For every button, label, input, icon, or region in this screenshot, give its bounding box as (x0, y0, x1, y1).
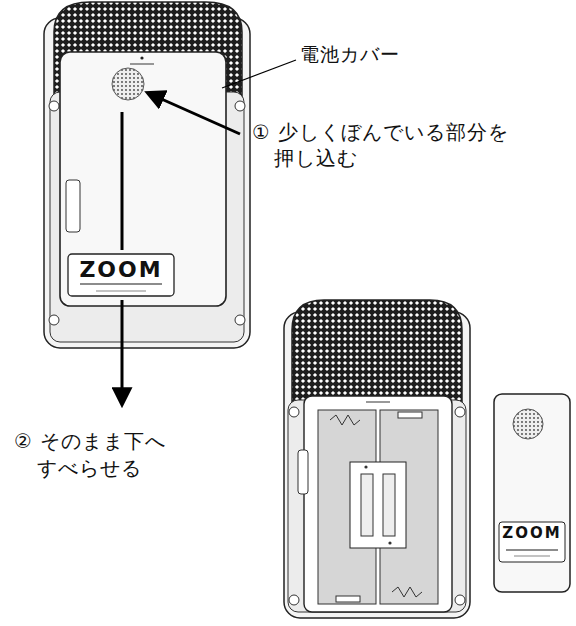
logo-plate (499, 522, 565, 562)
battery-contact (336, 596, 360, 602)
battery-slot (380, 410, 438, 604)
battery-contact (398, 412, 422, 418)
center-plate (350, 462, 406, 548)
part-name: 電池カバー (300, 42, 400, 68)
recorder-open (284, 300, 470, 618)
compartment-frame (304, 396, 452, 612)
screw (235, 315, 245, 325)
battery-spring (392, 587, 422, 597)
slide-arrow (121, 112, 124, 250)
recorder-body (44, 18, 250, 348)
battery-cover (60, 52, 226, 306)
cover-dimple (112, 68, 144, 100)
screw (235, 101, 245, 111)
screw (49, 315, 59, 325)
slide-arrow (121, 300, 124, 404)
logo-fineprint (506, 549, 558, 550)
side-switch (66, 180, 80, 232)
cover-dot (140, 56, 143, 59)
plate-dot (388, 541, 391, 544)
step-callout: ① 少しくぼんでいる部分を 押し込む (252, 120, 567, 173)
plate-dot (364, 465, 367, 468)
recorder-closed (44, 2, 250, 348)
side-switch (298, 450, 308, 494)
logo-fineprint (80, 283, 162, 285)
connector (383, 474, 395, 536)
cover-dimple (513, 409, 543, 439)
press-arrow (148, 93, 240, 134)
step-callout: ② そのまま下へ すべらせる (14, 428, 227, 482)
screw (455, 595, 465, 605)
screw (289, 407, 299, 417)
battery-slot (318, 410, 376, 604)
battery-spring (330, 415, 360, 425)
logo-fineprint (96, 290, 146, 291)
battery-cover (494, 394, 570, 592)
logo-text: ZOOM (68, 255, 174, 285)
mic-grille (292, 300, 462, 410)
logo-text: ZOOM (499, 523, 565, 543)
leader-line (222, 60, 296, 88)
logo-plate (68, 254, 174, 296)
screw (49, 101, 59, 111)
logo-fineprint (514, 555, 550, 556)
screw (289, 595, 299, 605)
loose-cover (494, 394, 570, 592)
cover-marking (130, 63, 154, 65)
screw (455, 407, 465, 417)
frame-marking (366, 401, 390, 403)
connector (361, 474, 373, 536)
